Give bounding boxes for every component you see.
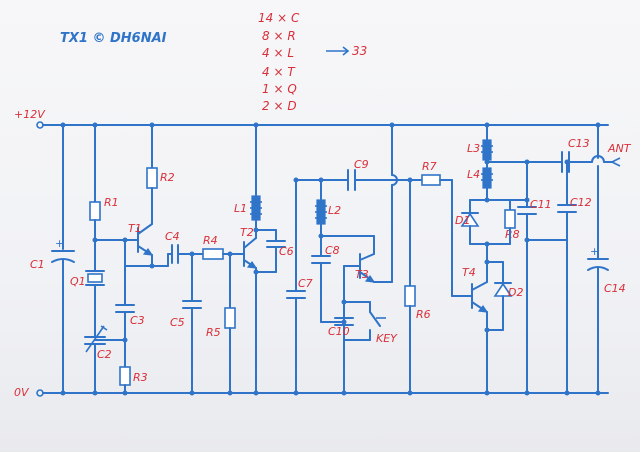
- rail-top-label: +12V: [14, 108, 46, 121]
- parts-item: 2 × D: [262, 99, 297, 113]
- parts-item: 4 × L: [262, 46, 294, 60]
- d2-label: D2: [508, 286, 523, 299]
- c12-label: C12: [570, 196, 592, 209]
- r8-label: R8: [505, 228, 520, 241]
- l2-label: L2: [328, 204, 341, 217]
- t1-transistor: [124, 223, 154, 256]
- r3-resistor: [119, 366, 131, 386]
- q1-crystal: [85, 270, 105, 286]
- r1-resistor: [89, 201, 101, 221]
- l3-label: L3: [467, 142, 480, 155]
- t3-label: T3: [355, 268, 369, 281]
- c4-capacitor: [167, 244, 204, 264]
- svg-text:+: +: [55, 237, 64, 250]
- parts-total: 33: [352, 44, 367, 58]
- parts-list: 14 × C 8 × R 4 × L 4 × T 1 × Q 2 × D: [258, 11, 300, 113]
- c6-capacitor: [266, 229, 286, 273]
- antenna-terminal: [611, 157, 621, 167]
- c1-capacitor: +: [51, 124, 75, 394]
- t4-label: T4: [462, 266, 476, 279]
- c8-capacitor: [311, 255, 331, 264]
- c2-label: C2: [97, 348, 112, 361]
- r3-label: R3: [133, 371, 148, 384]
- parts-item: 8 × R: [262, 29, 296, 43]
- t3-transistor: [343, 253, 376, 283]
- c8-label: C8: [325, 244, 340, 257]
- r5-resistor: [224, 307, 236, 329]
- l4-inductor: [481, 167, 493, 189]
- l3-inductor: [481, 139, 493, 161]
- r2-label: R2: [160, 171, 175, 184]
- c3-capacitor: [115, 304, 135, 313]
- antenna-label: ANT: [607, 142, 632, 155]
- c14-label: C14: [604, 282, 626, 295]
- rail-bottom-label: 0V: [14, 386, 30, 399]
- c13-capacitor: [557, 151, 593, 173]
- c5-capacitor: [182, 300, 202, 309]
- l2-inductor: [315, 199, 327, 225]
- key-label: KEY: [376, 332, 398, 345]
- c13-label: C13: [568, 137, 590, 150]
- parts-item: 14 × C: [258, 11, 300, 25]
- parts-item: 1 × Q: [262, 82, 297, 96]
- c3-label: C3: [130, 314, 145, 327]
- c7-capacitor: [286, 290, 306, 299]
- c9-capacitor: [343, 169, 393, 191]
- c14-capacitor: +: [587, 245, 609, 271]
- c6-label: C6: [279, 245, 294, 258]
- c1-label: C1: [30, 258, 45, 271]
- r7-resistor: [421, 174, 441, 186]
- r7-label: R7: [422, 160, 437, 173]
- r1-label: R1: [104, 196, 119, 209]
- r6-resistor: [404, 285, 416, 307]
- rail-junctions: [60, 122, 601, 396]
- r5-label: R5: [206, 326, 221, 339]
- svg-text:+: +: [590, 245, 599, 258]
- r4-resistor: [202, 248, 224, 260]
- d1-label: D1: [455, 214, 470, 227]
- key-switch: [343, 301, 386, 341]
- c5-label: C5: [170, 316, 185, 329]
- l1-label: L1: [234, 202, 247, 215]
- l1-inductor: [250, 195, 262, 221]
- t1-label: T1: [128, 222, 142, 235]
- schematic-title: TX1 © DH6NAI: [60, 31, 167, 46]
- total-arrow-head: [342, 46, 350, 56]
- c10-label: C10: [328, 325, 350, 338]
- parts-item: 4 × T: [262, 65, 296, 79]
- l4-label: L4: [467, 168, 480, 181]
- c11-label: C11: [530, 198, 552, 211]
- r8-resistor: [504, 209, 516, 229]
- c10-capacitor: [334, 317, 354, 326]
- r2-resistor: [146, 167, 158, 189]
- r6-label: R6: [416, 308, 431, 321]
- c4-label: C4: [165, 230, 180, 243]
- c9-label: C9: [354, 158, 369, 171]
- t2-transistor: [243, 237, 258, 269]
- t2-label: T2: [240, 226, 254, 239]
- q1-label: Q1: [70, 275, 86, 288]
- t4-transistor: [471, 281, 489, 313]
- c7-label: C7: [298, 277, 313, 290]
- r4-label: R4: [203, 234, 218, 247]
